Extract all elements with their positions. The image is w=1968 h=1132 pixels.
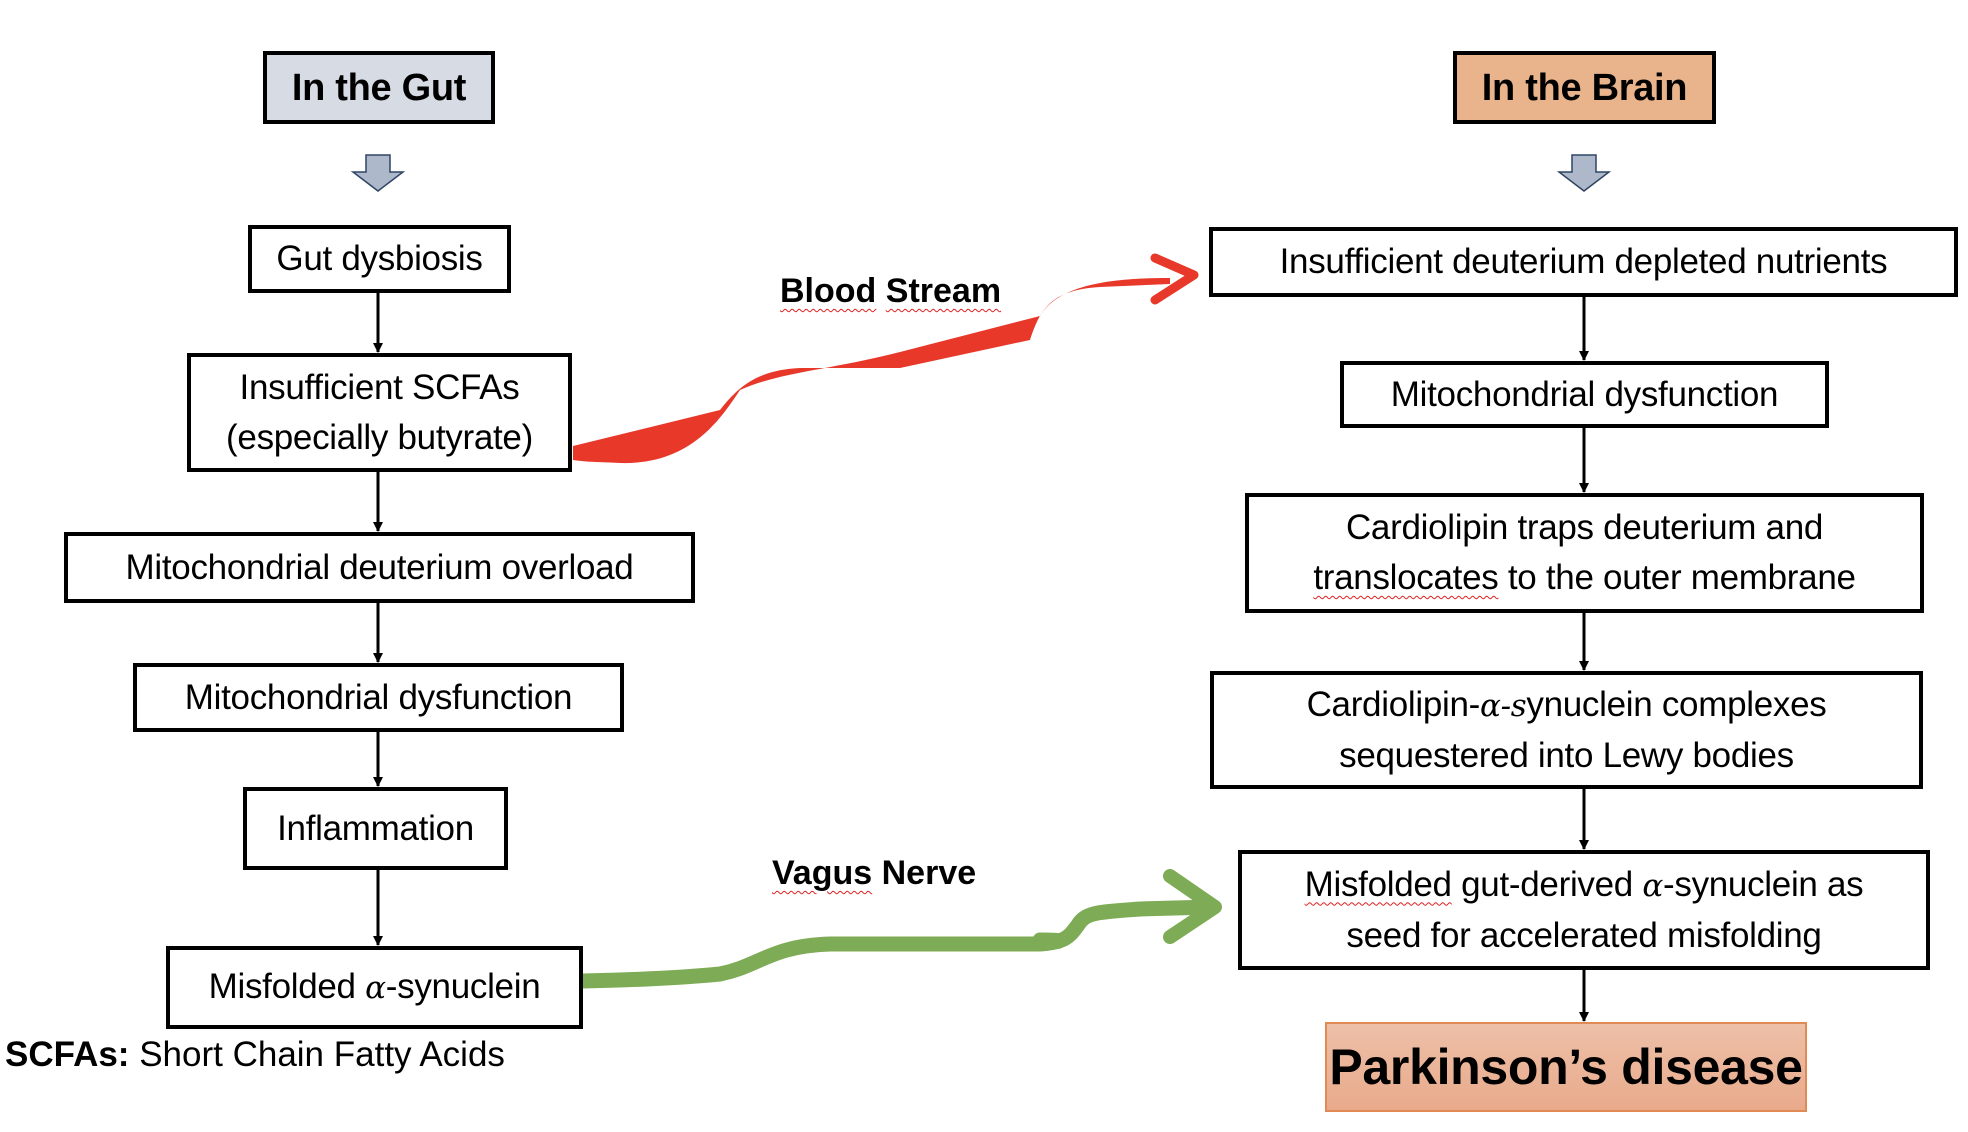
outcome-parkinsons-disease: Parkinson’s disease bbox=[1325, 1022, 1807, 1112]
gut-step-gut-dysbiosis: Gut dysbiosis bbox=[248, 225, 511, 293]
step-label-line2: (especially butyrate) bbox=[226, 417, 533, 457]
label-word: Nerve bbox=[872, 854, 977, 892]
abbreviation-footnote: SCFAs: Short Chain Fatty Acids bbox=[5, 1035, 505, 1075]
vagus-nerve-label: Vagus Nerve bbox=[772, 854, 976, 893]
step-label-line1: Misfolded gut-derived α-synuclein as bbox=[1305, 860, 1864, 911]
gut-step-mito-deuterium-overload: Mitochondrial deuterium overload bbox=[64, 532, 695, 603]
text-segment: -synuclein as bbox=[1663, 864, 1864, 904]
gut-step-inflammation: Inflammation bbox=[243, 787, 508, 870]
greek-alpha: α-s bbox=[1479, 687, 1527, 724]
gut-header-down-arrow-icon bbox=[350, 154, 406, 192]
step-label: Inflammation bbox=[277, 808, 474, 848]
brain-step-insufficient-ddn: Insufficient deuterium depleted nutrient… bbox=[1209, 227, 1958, 297]
step-label: Insufficient deuterium depleted nutrient… bbox=[1279, 242, 1888, 281]
step-label: Mitochondrial dysfunction bbox=[184, 677, 573, 717]
label-word: Blood bbox=[780, 272, 877, 310]
footnote-definition: Short Chain Fatty Acids bbox=[129, 1035, 505, 1074]
text-segment: ynuclein complexes bbox=[1526, 684, 1827, 724]
gut-step-mito-dysfunction: Mitochondrial dysfunction bbox=[133, 663, 624, 732]
text-segment: Misfolded bbox=[208, 967, 366, 1006]
gut-step-misfolded-synuclein: Misfolded α-synuclein bbox=[166, 946, 583, 1029]
text-segment: Misfolded bbox=[1304, 864, 1452, 904]
text-segment: -synuclein bbox=[385, 967, 541, 1006]
text-segment: gut-derived bbox=[1451, 864, 1643, 904]
outcome-label: Parkinson’s disease bbox=[1329, 1039, 1803, 1095]
brain-step-cardiolipin-traps: Cardiolipin traps deuterium and transloc… bbox=[1245, 493, 1924, 613]
gut-header-label: In the Gut bbox=[291, 66, 467, 109]
step-label: Gut dysbiosis bbox=[276, 239, 483, 278]
brain-header-down-arrow-icon bbox=[1556, 154, 1612, 192]
step-label-line2: translocates to the outer membrane bbox=[1313, 553, 1856, 603]
gut-step-insufficient-scfas: Insufficient SCFAs (especially butyrate) bbox=[187, 353, 572, 472]
label-word: Vagus bbox=[772, 854, 873, 892]
text-segment: translocates bbox=[1313, 558, 1499, 597]
step-label: Mitochondrial dysfunction bbox=[1390, 374, 1779, 414]
brain-step-cardiolipin-complexes: Cardiolipin-α-synuclein complexes seques… bbox=[1210, 671, 1923, 789]
text-segment: to the outer membrane bbox=[1498, 558, 1856, 597]
step-label-line1: Cardiolipin-α-synuclein complexes bbox=[1307, 680, 1827, 731]
greek-alpha: α bbox=[1642, 867, 1664, 904]
footnote-abbr: SCFAs: bbox=[5, 1035, 130, 1074]
brain-header: In the Brain bbox=[1453, 51, 1716, 124]
step-label-line1: Cardiolipin traps deuterium and bbox=[1345, 508, 1824, 547]
label-word: Stream bbox=[885, 272, 1002, 310]
step-label: Mitochondrial deuterium overload bbox=[125, 547, 634, 587]
step-label-line1: Insufficient SCFAs bbox=[239, 367, 520, 407]
brain-header-label: In the Brain bbox=[1481, 66, 1688, 109]
step-label-line2: seed for accelerated misfolding bbox=[1346, 915, 1822, 955]
gut-header: In the Gut bbox=[263, 51, 495, 124]
brain-step-misfolded-seed: Misfolded gut-derived α-synuclein as see… bbox=[1238, 850, 1930, 970]
step-label-line2: sequestered into Lewy bodies bbox=[1339, 735, 1794, 775]
text-segment: Cardiolipin- bbox=[1306, 684, 1481, 724]
blood-stream-connector bbox=[573, 253, 1199, 464]
step-label: Misfolded α-synuclein bbox=[209, 962, 541, 1013]
blood-stream-label: Blood Stream bbox=[780, 272, 1001, 311]
vagus-nerve-connector bbox=[575, 869, 1222, 989]
greek-alpha: α bbox=[365, 970, 386, 1006]
brain-step-mito-dysfunction: Mitochondrial dysfunction bbox=[1340, 361, 1829, 428]
